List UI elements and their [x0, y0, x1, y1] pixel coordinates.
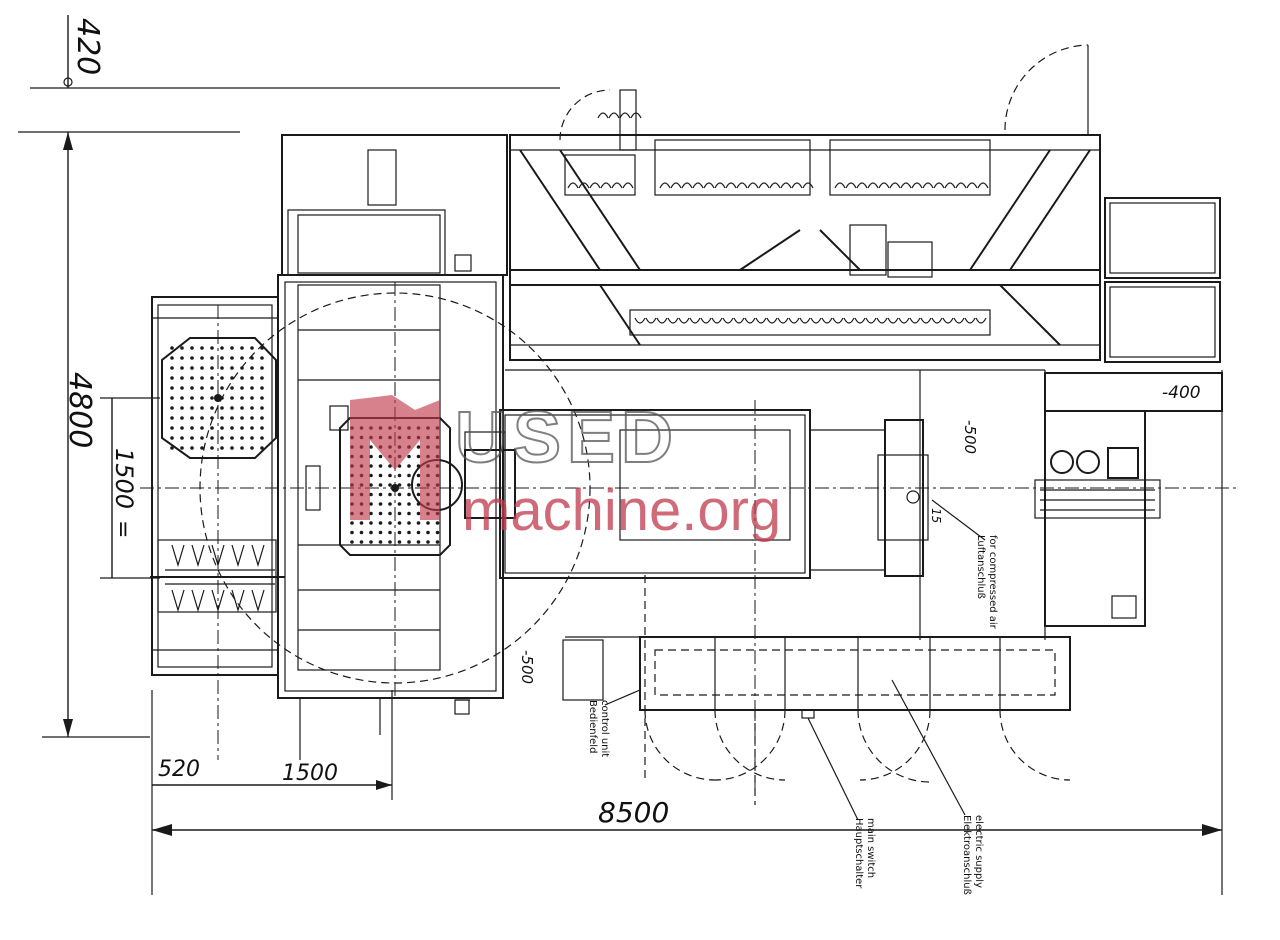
electric-supply-label-en: electric supply [973, 815, 984, 888]
dimension-minus400-label: -400 [1162, 383, 1201, 403]
right-cabinets: -400 [1034, 197, 1223, 627]
control-unit-label-en: control unit [599, 700, 610, 757]
label-control-unit: Bedienfeld control unit [587, 689, 641, 757]
extension-lines [299, 575, 756, 805]
control-unit-label-de: Bedienfeld [587, 700, 598, 753]
clamp-teeth [171, 544, 265, 613]
compressed-air-label-en: for compressed air [987, 535, 998, 630]
label-electric-supply: Elektroanschluß electric supply [891, 679, 984, 895]
dimension-minus500-bottom-label: -500 [518, 650, 536, 684]
watermark: USED machine.org [350, 395, 781, 543]
svg-text:=: = [110, 520, 135, 538]
pallet-clamps [150, 539, 285, 613]
dimension-4800-label: 4800 [62, 372, 97, 448]
dimension-420: 420 [30, 15, 560, 89]
label-main-switch: Hauptschalter main switch [807, 717, 876, 889]
dimension-4800: 4800 [18, 131, 240, 738]
spindle-column: -500 15 [411, 369, 1046, 640]
pallet-changer [150, 296, 285, 760]
pallet-holes [170, 346, 264, 450]
dimension-520-label: 520 [158, 757, 200, 782]
dimension-1500-horizontal: 1500 [215, 690, 393, 800]
centerlines [140, 282, 1240, 800]
electrical-cabinets: -500 [518, 636, 1071, 783]
dimension-1500-vertical-label: 1500 [110, 448, 138, 509]
label-compressed-air: Luftanschluß for compressed air [931, 499, 998, 630]
main-switch-label-en: main switch [865, 818, 876, 878]
watermark-logo-icon [350, 395, 440, 520]
dimension-15-label: 15 [929, 508, 943, 523]
dimension-8500: 8500 [152, 370, 1223, 895]
compressed-air-label-de: Luftanschluß [975, 535, 986, 599]
main-switch-label-de: Hauptschalter [853, 818, 864, 889]
dimension-8500-label: 8500 [598, 796, 669, 829]
dimension-1500-horizontal-label: 1500 [282, 761, 338, 786]
dimension-1500-vertical: 1500 = [100, 397, 160, 579]
watermark-word-used: USED [455, 398, 679, 478]
watermark-word-machine: machine.org [462, 478, 781, 543]
dimension-minus500-top-label: -500 [961, 420, 979, 454]
dimension-520: 520 [151, 690, 215, 895]
dimension-420-label: 420 [70, 18, 105, 75]
tool-magazine [281, 44, 1101, 361]
electric-supply-label-de: Elektroanschluß [961, 815, 972, 895]
magazine-tool-pockets [567, 112, 989, 324]
